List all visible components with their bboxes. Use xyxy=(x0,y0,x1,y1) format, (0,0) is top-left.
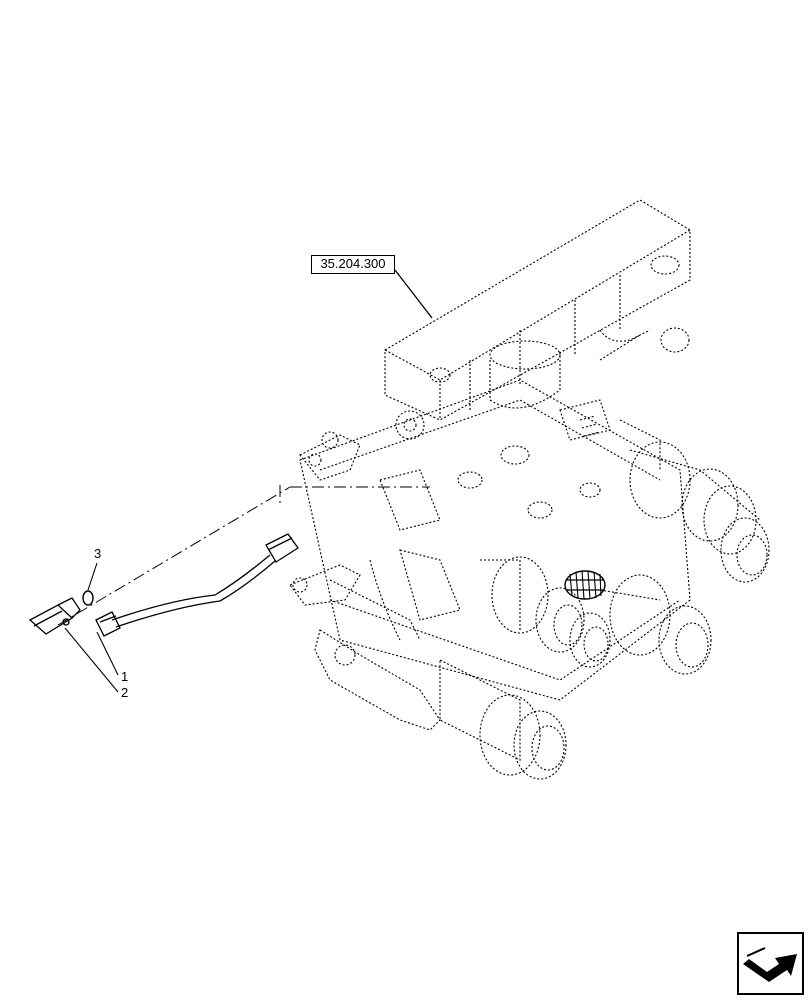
centre-line xyxy=(57,485,430,626)
arrow-icon-graphic xyxy=(743,947,797,982)
knurled-knob xyxy=(564,570,606,600)
callout-1: 1 xyxy=(121,669,129,684)
next-page-arrow-icon[interactable] xyxy=(737,932,804,995)
fitting xyxy=(28,597,81,635)
callout-3: 3 xyxy=(94,546,102,561)
tube-assembly xyxy=(95,533,299,637)
callout-2: 2 xyxy=(121,685,129,700)
valve-assembly xyxy=(289,199,770,780)
reference-leader xyxy=(394,269,433,319)
reference-label[interactable]: 35.204.300 xyxy=(311,255,395,274)
callout-leaders xyxy=(64,562,119,693)
seal-ring xyxy=(82,590,94,606)
